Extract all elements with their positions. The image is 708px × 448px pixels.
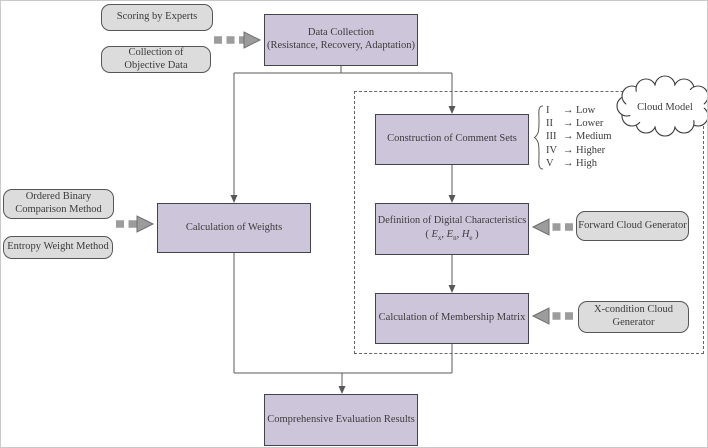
scoring-by-experts-box: Scoring by Experts — [101, 4, 213, 31]
formula-comma: , — [441, 228, 445, 240]
arrowhead-comment-sets — [448, 106, 456, 114]
legend-label: Lower — [576, 118, 604, 130]
legend-row-2: II → Lower — [546, 117, 636, 130]
legend-arrow-glyph: → — [563, 118, 574, 130]
legend-label: Medium — [576, 131, 612, 143]
formula-En: E — [446, 228, 454, 240]
legend-numeral: V — [546, 157, 554, 169]
legend-label: Higher — [576, 144, 606, 156]
comprehensive-results-box: Comprehensive Evaluation Results — [264, 394, 418, 446]
entropy-weight-method-label: Entropy Weight Method — [7, 241, 109, 253]
calculation-membership-matrix-box: Calculation of Membership Matrix — [375, 293, 529, 344]
legend-numeral: III — [546, 131, 557, 143]
legend-arrow-glyph: → — [563, 105, 574, 117]
thick-arrow-methods-to-weights — [116, 215, 155, 233]
formula-sub-e: e — [469, 234, 473, 243]
digital-characteristics-formula: ( Ex, En, He ) — [425, 229, 478, 243]
arrowhead-definition — [448, 195, 456, 203]
legend-numeral: I — [546, 105, 550, 117]
scoring-by-experts-label: Scoring by Experts — [116, 11, 198, 23]
formula-comma: , — [456, 228, 460, 240]
ordered-binary-comparison-label: Ordered Binary Comparison Method — [15, 191, 102, 215]
arrowhead-membership — [448, 285, 456, 293]
construction-comment-sets-box: Construction of Comment Sets — [375, 114, 529, 165]
legend-numeral: II — [546, 118, 553, 130]
legend-label: High — [576, 157, 597, 169]
collection-objective-data-label: Collection of Objective Data — [124, 46, 188, 71]
thick-arrow-forward-generator — [531, 218, 573, 236]
cloud-model-dashed-region — [354, 91, 704, 354]
cloud-shape: Cloud Model — [616, 75, 707, 137]
thick-arrow-experts-to-data-collection — [214, 31, 262, 49]
x-condition-generator-box: X-condition Cloud Generator — [578, 301, 689, 333]
comprehensive-results-label: Comprehensive Evaluation Results — [267, 413, 415, 425]
legend-row-4: IV → Higher — [546, 144, 636, 157]
forward-cloud-generator-label: Forward Cloud Generator — [578, 219, 687, 231]
ordered-binary-comparison-box: Ordered Binary Comparison Method — [3, 189, 114, 219]
legend-numeral: IV — [546, 144, 558, 156]
data-collection-box: Data Collection (Resistance, Recovery, A… — [264, 14, 418, 66]
formula-open-paren: ( — [425, 228, 429, 240]
entropy-weight-method-box: Entropy Weight Method — [3, 236, 113, 259]
arrowhead-weights — [230, 195, 238, 203]
data-collection-subtitle: (Resistance, Recovery, Adaptation) — [266, 40, 416, 51]
comment-set-legend: I → Low II → Lower III → Medium IV → Hig… — [546, 104, 636, 170]
cloud-model-label: Cloud Model — [637, 102, 693, 113]
legend-arrow-glyph: → — [563, 131, 574, 143]
definition-digital-characteristics-label: Definition of Digital Characteristics — [377, 215, 527, 227]
data-collection-title: Data Collection — [307, 27, 375, 39]
collection-objective-data-box: Collection of Objective Data — [101, 46, 211, 73]
thick-arrow-xcondition-generator — [531, 307, 573, 325]
legend-row-5: V → High — [546, 157, 636, 170]
calculation-membership-matrix-label: Calculation of Membership Matrix — [378, 312, 526, 324]
legend-brace — [533, 105, 544, 170]
construction-comment-sets-label: Construction of Comment Sets — [387, 133, 517, 145]
formula-sub-x: x — [437, 234, 442, 243]
legend-row-3: III → Medium — [546, 130, 636, 143]
definition-digital-characteristics-box: Definition of Digital Characteristics ( … — [375, 203, 529, 255]
calculation-of-weights-box: Calculation of Weights — [157, 203, 311, 253]
legend-arrow-glyph: → — [563, 144, 574, 156]
legend-label: Low — [576, 105, 596, 117]
arrowhead-results — [338, 386, 346, 394]
formula-sub-n: n — [453, 234, 457, 243]
formula-He: H — [461, 228, 470, 240]
x-condition-generator-label: X-condition Cloud Generator — [593, 304, 674, 328]
formula-Ex: E — [431, 228, 438, 240]
formula-close-paren: ) — [475, 228, 479, 240]
forward-cloud-generator-box: Forward Cloud Generator — [576, 211, 689, 241]
legend-arrow-glyph: → — [563, 157, 574, 169]
calculation-of-weights-label: Calculation of Weights — [185, 221, 283, 233]
legend-row-1: I → Low — [546, 104, 636, 117]
